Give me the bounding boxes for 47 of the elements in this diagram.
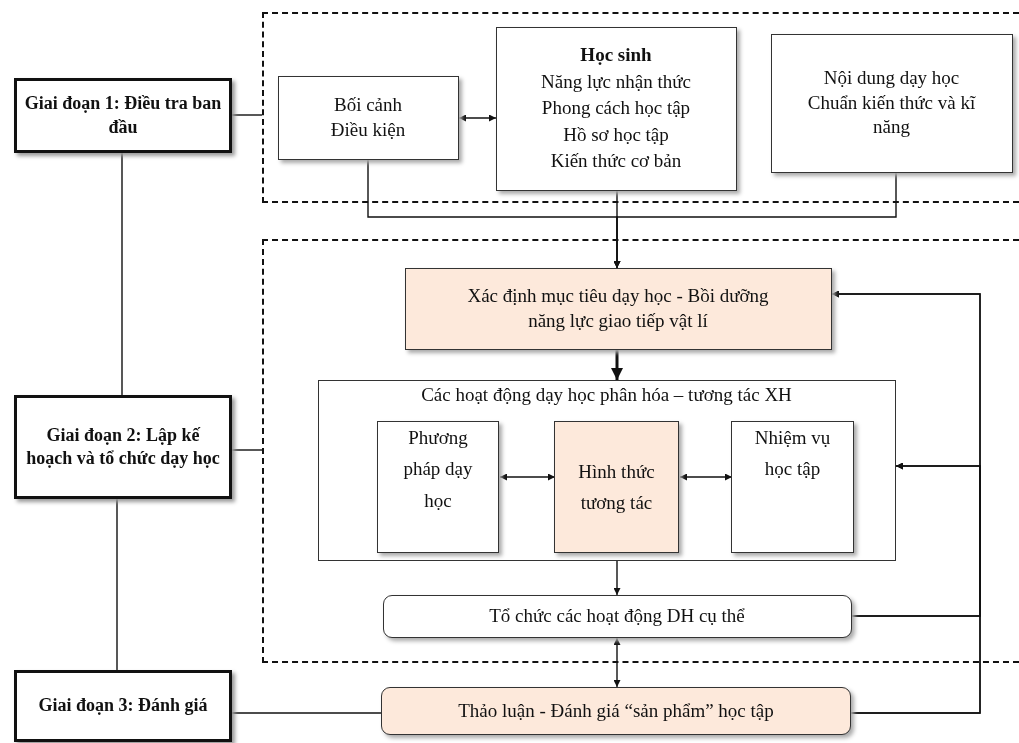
box-text: Phong cách học tập [541, 96, 691, 121]
box-text: Năng lực nhận thức [541, 69, 691, 94]
arrow [851, 462, 981, 617]
arrow [458, 114, 497, 122]
process-box [377, 421, 499, 553]
connector-line [231, 449, 263, 451]
stage-box [14, 670, 232, 742]
box-text: Thảo luận - Đánh giá “sản phẩm” học tập [458, 698, 774, 723]
group-title: Các hoạt động dạy học phân hóa – tương tác XH [421, 382, 792, 407]
box-text: Kiến thức cơ bản [550, 149, 682, 174]
process-box [277, 75, 459, 160]
box-text: Nội dung dạy học [823, 65, 960, 90]
box-text: Giai đoạn 1: Điều tra ban đầu [23, 92, 223, 139]
connector-line [231, 114, 263, 116]
connector-line [231, 712, 382, 714]
box-heading: Học sinh [580, 43, 652, 67]
process-box [770, 33, 1013, 173]
arrow [611, 350, 623, 380]
connector-line [121, 152, 123, 396]
rounded-box [381, 687, 851, 735]
box-text: Giai đoạn 3: Đánh giá [38, 694, 208, 718]
box-text: Điều kiện [330, 117, 406, 142]
process-box [731, 421, 854, 553]
rounded-box [382, 594, 852, 638]
box-text: Hình thức tương tác [577, 459, 656, 515]
box-text: Nhiệm vụ học tập [753, 426, 832, 482]
box-text: Bối cảnh [333, 92, 403, 117]
box-text: Xác định mục tiêu dạy học - Bồi dưỡng năng lực giao tiếp vật lí [466, 283, 770, 333]
connector-line [116, 498, 118, 671]
box-text: Hồ sơ học tập [563, 122, 669, 147]
box-text: Chuẩn kiến thức và kĩ năng [806, 90, 977, 140]
arrow [679, 473, 733, 481]
process-box [554, 421, 679, 553]
box-text: Phương pháp dạy học [402, 426, 474, 513]
arrow [613, 172, 897, 269]
dashed-region [262, 12, 1019, 203]
process-box [404, 267, 832, 350]
process-box [495, 26, 737, 191]
arrow [613, 637, 621, 688]
box-text: Tổ chức các hoạt động DH cụ thể [489, 603, 745, 628]
dashed-region [262, 239, 1019, 663]
stage-box [14, 395, 232, 499]
group-box [317, 379, 896, 561]
arrow [499, 473, 556, 481]
arrow [613, 560, 621, 596]
stage-box [14, 78, 232, 153]
box-text: Giai đoạn 2: Lập kế hoạch và tổ chức dạy học [25, 423, 221, 470]
